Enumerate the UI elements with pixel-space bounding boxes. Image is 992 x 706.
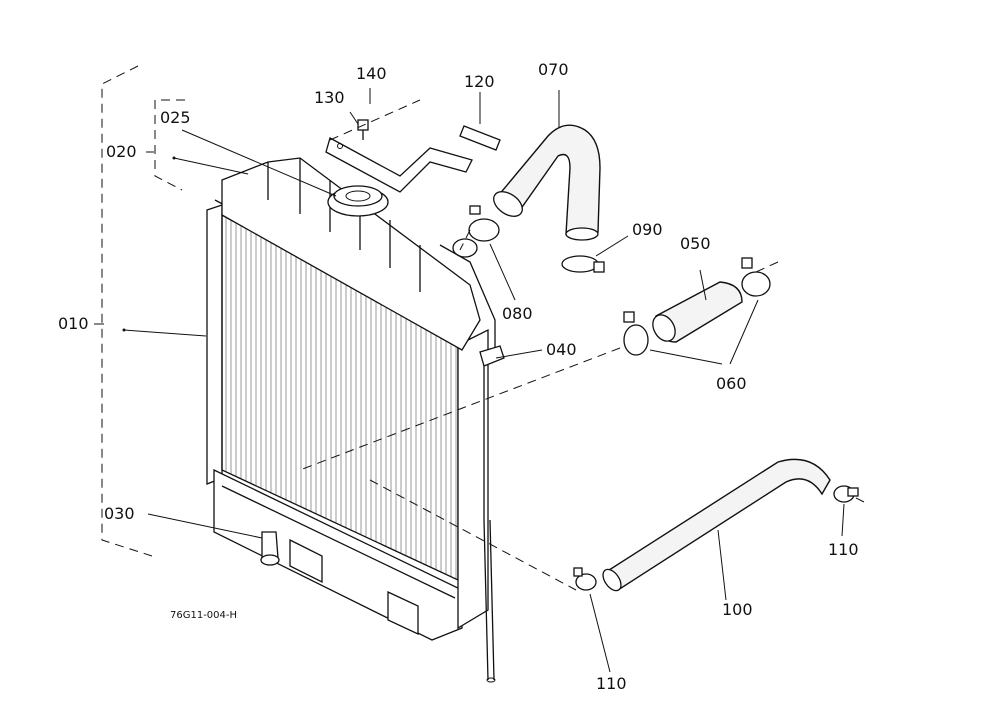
group-bracket-010	[101, 65, 153, 557]
label-030: 030	[104, 504, 135, 523]
label-050: 050	[680, 234, 711, 253]
lower-hose-100	[602, 458, 831, 592]
hose-clamp-110-lower	[573, 567, 597, 591]
label-120: 120	[464, 72, 495, 91]
cushion-120	[459, 125, 501, 151]
label-080: 080	[502, 304, 533, 323]
label-040: 040	[546, 340, 577, 359]
label-140: 140	[356, 64, 387, 83]
leader-lines	[94, 88, 845, 673]
label-020: 020	[106, 142, 137, 161]
label-110-lower: 110	[596, 674, 627, 693]
label-070: 070	[538, 60, 569, 79]
upper-hose-070	[493, 124, 601, 241]
hose-clamp-060-front	[623, 311, 649, 356]
group-bracket-020	[154, 99, 185, 191]
label-100: 100	[722, 600, 753, 619]
assembly-lines	[299, 99, 865, 591]
label-090: 090	[632, 220, 663, 239]
hose-050	[652, 281, 743, 343]
stay-bracket-130	[325, 137, 473, 193]
figure-code: 76G11-004-H	[170, 610, 238, 621]
bolt-140	[357, 119, 369, 140]
hose-clamp-080	[468, 205, 500, 242]
hose-clamp-060-rear	[741, 257, 771, 297]
hose-clamp-110-upper	[833, 485, 859, 503]
radiator-body	[206, 157, 505, 683]
label-010: 010	[58, 314, 89, 333]
hose-clamp-090	[561, 255, 605, 273]
label-025: 025	[160, 108, 191, 127]
label-060: 060	[716, 374, 747, 393]
label-110-upper: 110	[828, 540, 859, 559]
label-130: 130	[314, 88, 345, 107]
